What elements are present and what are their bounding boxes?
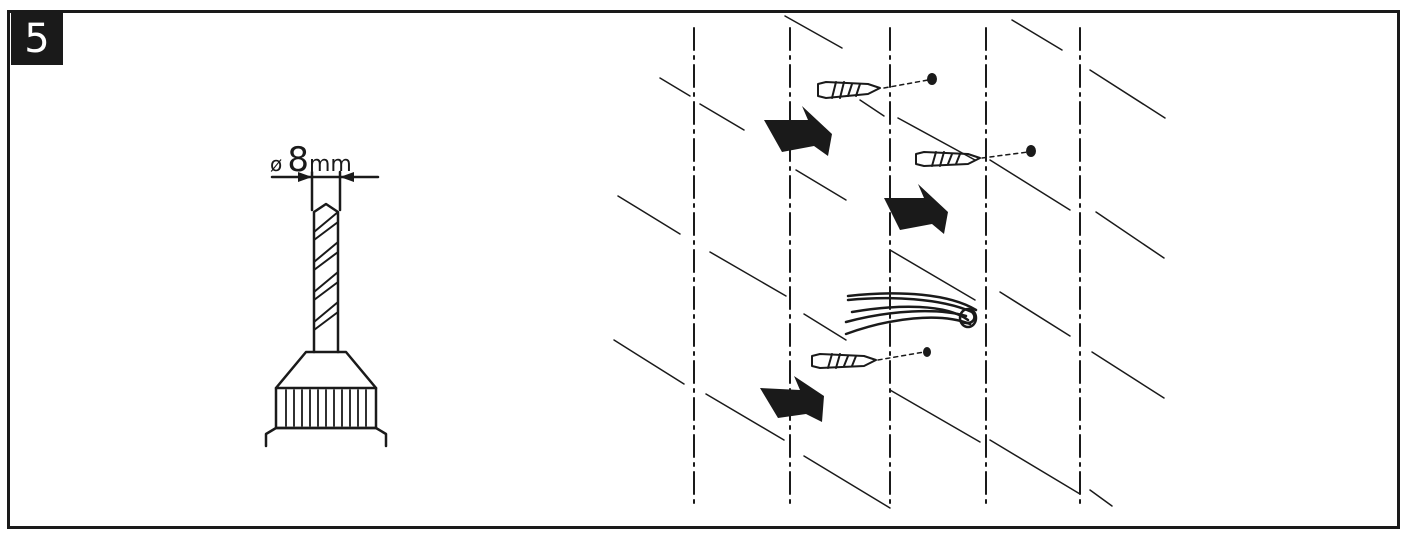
chuck-knurling (285, 389, 367, 427)
wall-plug-icon (811, 353, 877, 369)
wall-diagonals (613, 15, 1166, 509)
wall-plug-icon (817, 81, 881, 99)
wall-verticals (693, 27, 1081, 509)
diameter-value: 8 (287, 140, 309, 180)
arrow-icon (760, 376, 824, 422)
drill-flutes (313, 211, 339, 331)
plug-guide-lines (877, 79, 1029, 361)
instruction-frame (7, 10, 1400, 529)
arrow-icon (884, 184, 948, 234)
dimension-arrows (270, 170, 380, 212)
cable-icon (844, 292, 978, 336)
drill-diameter-label: ø 8mm (270, 140, 352, 180)
step-number-badge: 5 (11, 13, 63, 65)
diameter-unit: mm (308, 152, 352, 177)
drill-bit-icon (264, 170, 388, 448)
drill-shank (312, 202, 340, 354)
drill-body (264, 426, 388, 448)
wall-plug-icon (915, 151, 981, 167)
drill-hole-icon (923, 73, 1036, 357)
diameter-symbol: ø (270, 152, 283, 176)
arrow-icon (764, 106, 832, 156)
